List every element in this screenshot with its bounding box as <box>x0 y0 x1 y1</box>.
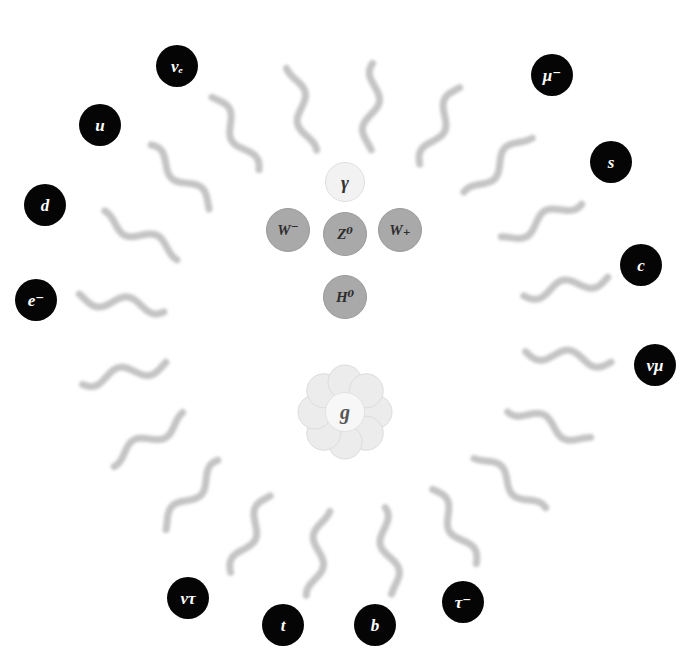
wave-line <box>306 511 330 595</box>
wave-line <box>83 362 166 386</box>
wave-line <box>151 145 209 209</box>
fermion-circle: b <box>354 604 396 646</box>
particle-symbol: ντ <box>180 590 195 607</box>
wave-line <box>114 413 182 467</box>
particle-symbol: g <box>340 402 350 422</box>
wave-line <box>524 277 608 299</box>
wave-line <box>362 63 379 149</box>
wave-line <box>212 97 259 169</box>
wave-line <box>166 460 218 529</box>
wave-line <box>105 211 177 260</box>
boson-circle: Z⁰ <box>323 212 367 256</box>
particle-symbol: Z⁰ <box>337 227 353 242</box>
particle-symbol: W⁻ <box>277 223 298 238</box>
particle-symbol: s <box>608 154 615 171</box>
wave-line <box>464 138 532 192</box>
wave-line <box>501 204 581 238</box>
fermion-circle: ντ <box>167 577 209 619</box>
wave-line <box>433 489 477 563</box>
boson-circle: W₊ <box>378 208 422 252</box>
fermion-circle: u <box>79 104 121 146</box>
wave-line <box>230 496 270 572</box>
particle-symbol: γ <box>341 173 349 192</box>
wave-line <box>419 88 460 164</box>
particle-symbol: t <box>281 617 286 634</box>
boson-circle: H⁰ <box>323 275 367 319</box>
fermion-circle: μ⁻ <box>531 54 573 96</box>
particle-symbol: W₊ <box>389 223 410 238</box>
particle-symbol: H⁰ <box>336 290 354 305</box>
particle-symbol: c <box>637 257 645 274</box>
gluon-cluster: g <box>295 362 395 462</box>
wave-line <box>380 508 399 594</box>
fermion-circle: τ⁻ <box>442 581 484 623</box>
fermion-circle: νμ <box>634 344 676 386</box>
wave-line <box>474 458 546 507</box>
wave-line <box>508 412 591 440</box>
fermion-circle: t <box>262 604 304 646</box>
fermion-circle: s <box>590 141 632 183</box>
fermion-circle: e⁻ <box>15 279 57 321</box>
wave-line <box>79 294 163 314</box>
particle-symbol: τ⁻ <box>455 594 472 611</box>
wave-line <box>286 68 316 150</box>
particle-symbol: b <box>371 617 380 634</box>
particle-symbol: νₑ <box>171 58 183 75</box>
fermion-circle: d <box>24 184 66 226</box>
fermion-circle: c <box>620 244 662 286</box>
particle-symbol: d <box>41 197 50 214</box>
particle-symbol: μ⁻ <box>543 67 561 84</box>
particle-symbol: u <box>95 117 104 134</box>
photon-circle: γ <box>325 162 365 202</box>
boson-circle: W⁻ <box>266 208 310 252</box>
particle-symbol: e⁻ <box>28 292 45 309</box>
wave-line <box>526 350 611 367</box>
fermion-circle: νₑ <box>156 45 198 87</box>
particle-symbol: νμ <box>647 357 664 374</box>
gluon-core <box>325 392 364 431</box>
